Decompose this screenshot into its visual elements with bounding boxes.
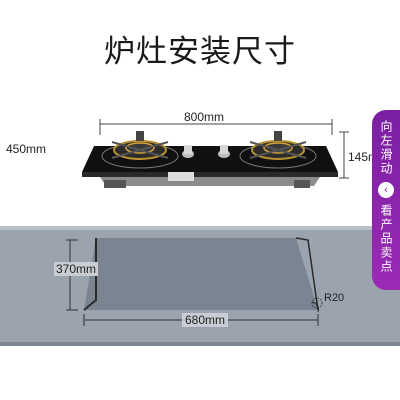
page-title: 炉灶安装尺寸 xyxy=(104,34,296,70)
depth-label: 450mm xyxy=(6,142,47,156)
side-swipe-tab[interactable]: 向左滑动 ‹ 看产品卖点 xyxy=(372,110,400,290)
swipe-left-label: 向左滑动 xyxy=(379,120,393,176)
countertop xyxy=(0,226,400,346)
width-dimension-line xyxy=(99,119,333,135)
cooktop xyxy=(82,131,338,188)
cutout-depth-label: 370mm xyxy=(54,262,99,276)
view-selling-points-label: 看产品卖点 xyxy=(379,204,393,274)
width-label: 800mm xyxy=(184,110,225,124)
right-burner xyxy=(239,131,317,169)
cutout-width-label: 680mm xyxy=(182,313,229,327)
left-arrow-icon[interactable]: ‹ xyxy=(378,182,394,198)
corner-radius-label: R20 xyxy=(324,292,345,304)
control-knobs xyxy=(182,145,230,158)
height-dimension-line xyxy=(339,131,349,179)
left-burner xyxy=(101,131,179,169)
